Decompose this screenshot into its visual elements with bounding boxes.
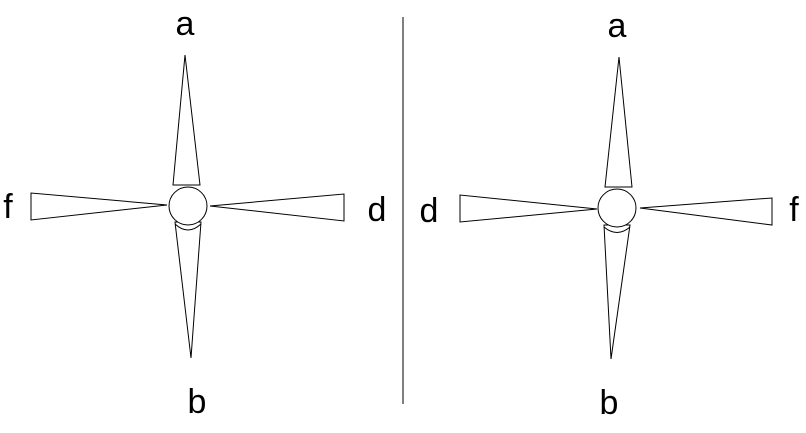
- right-hub: [597, 188, 637, 228]
- left-blade-top: [172, 54, 201, 186]
- left-blade-left: [30, 192, 168, 221]
- left-label-top: a: [176, 5, 195, 43]
- left-blade-right: [209, 193, 345, 222]
- left-label-bottom: b: [188, 383, 207, 421]
- left-figure: a b f d: [3, 5, 386, 421]
- left-label-right: d: [368, 191, 387, 229]
- right-label-left: d: [420, 192, 439, 230]
- right-blade-left: [459, 194, 598, 223]
- right-blade-right: [639, 197, 773, 226]
- right-label-bottom: b: [600, 384, 619, 422]
- left-blade-bottom: [174, 221, 202, 359]
- left-hub-under-arc: [174, 223, 202, 231]
- right-label-top: a: [608, 7, 627, 45]
- right-blade-top: [604, 56, 633, 188]
- left-hub: [168, 186, 208, 226]
- right-label-right: f: [789, 191, 799, 229]
- right-figure: a b d f: [420, 7, 800, 422]
- left-label-left: f: [3, 188, 13, 226]
- right-hub-under-arc: [603, 226, 631, 233]
- right-blade-bottom: [603, 224, 631, 360]
